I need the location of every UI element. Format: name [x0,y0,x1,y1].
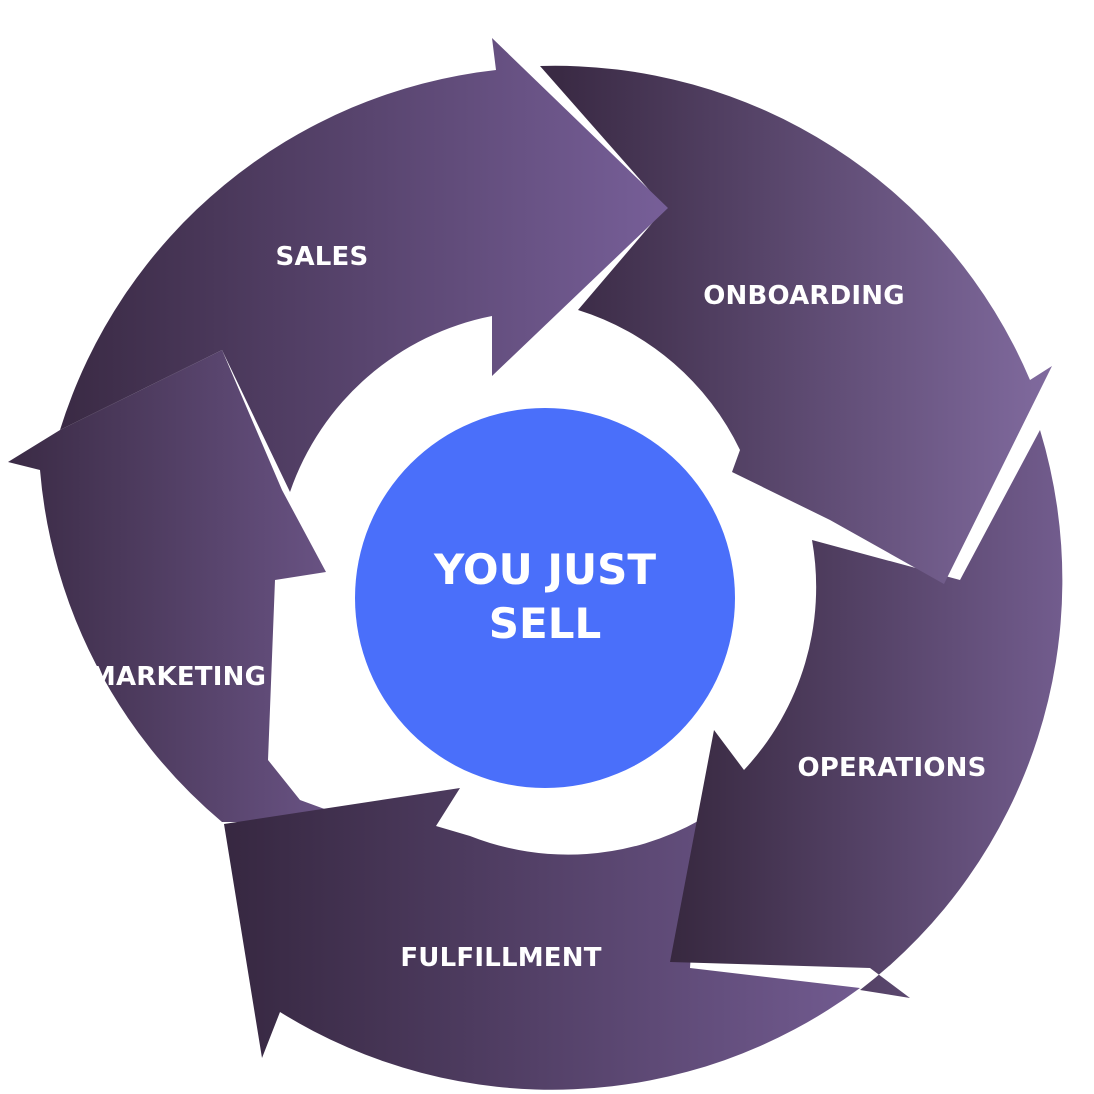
fulfillment-arrow [224,788,860,1090]
operations-arrow [670,430,1063,998]
stage-label-marketing: MARKETING [89,662,267,692]
sales-arrow [60,38,668,492]
onboarding-arrow [540,65,1052,584]
stage-label-onboarding: ONBOARDING [703,281,905,311]
center-label-line-1: YOU JUST [434,545,656,594]
stage-label-fulfillment: FULFILLMENT [400,943,602,973]
center-label-line-2: SELL [488,599,602,648]
center-circle [355,408,735,788]
stage-label-sales: SALES [275,242,369,272]
center-label: YOU JUST SELL [385,543,705,651]
stage-label-operations: OPERATIONS [797,753,987,783]
marketing-arrow [8,350,360,822]
